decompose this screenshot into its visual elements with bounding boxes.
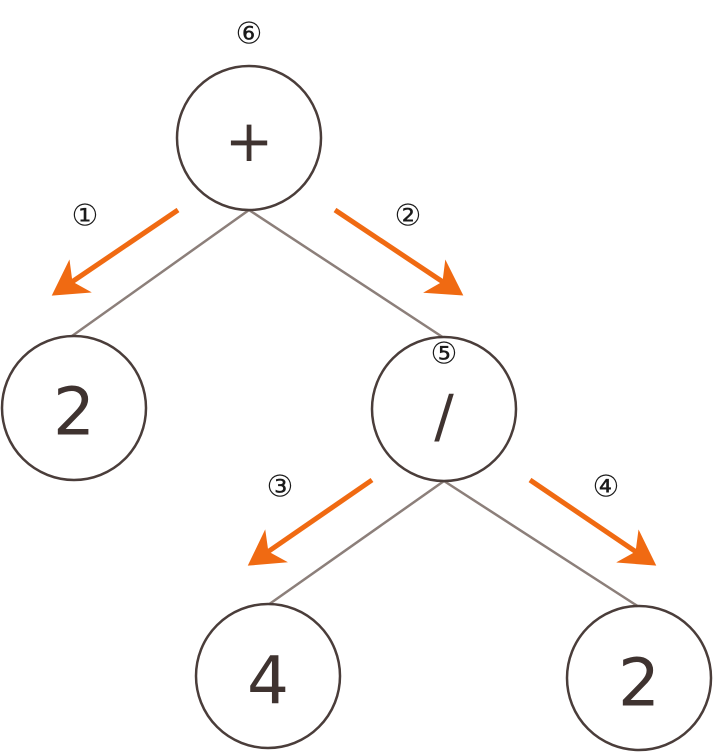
node-divide: / (370, 335, 518, 483)
node-divide-left: 4 (194, 602, 342, 750)
step-label-5: ⑤ (431, 337, 458, 372)
node-root-label: + (225, 107, 274, 175)
edge-root-divide (248, 208, 445, 340)
step-label-1: ① (72, 199, 99, 234)
node-divide-left-label: 4 (247, 643, 289, 720)
node-left-leaf: 2 (0, 334, 148, 482)
step-label-2: ② (395, 199, 422, 234)
traversal-arrow-3 (247, 477, 374, 566)
step-label-4: ④ (593, 470, 620, 505)
traversal-arrow-4 (528, 477, 657, 566)
node-left-leaf-label: 2 (53, 374, 95, 451)
traversal-arrow-1 (51, 207, 180, 296)
step-label-3: ③ (267, 470, 294, 505)
edge-root-left (71, 208, 250, 338)
traversal-arrow-2 (333, 207, 464, 296)
edge-divide-right (443, 479, 640, 609)
node-divide-label: / (434, 382, 454, 450)
node-divide-right: 2 (565, 604, 713, 752)
edge-divide-left (267, 479, 445, 607)
node-root: + (175, 64, 323, 212)
step-label-6: ⑥ (236, 17, 263, 52)
node-divide-right-label: 2 (618, 645, 660, 722)
